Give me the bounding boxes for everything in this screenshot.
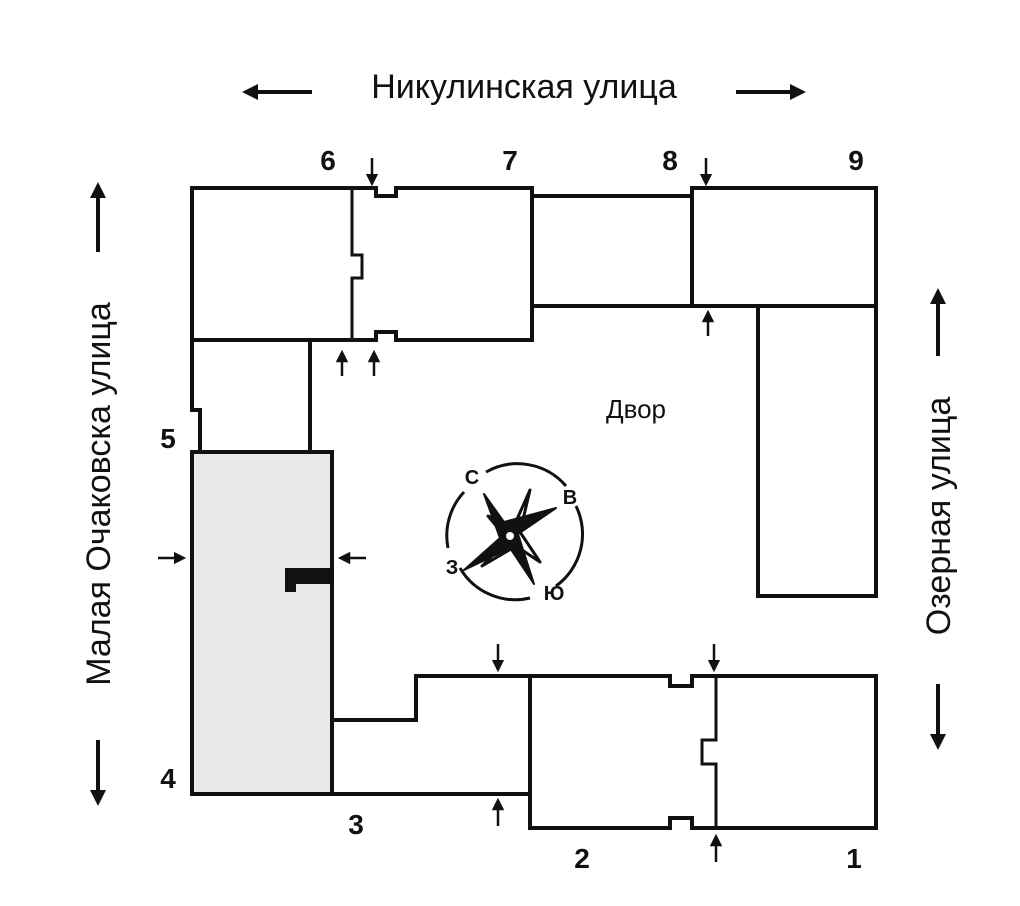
building-number-8: 8 — [662, 145, 678, 176]
section-4-stair-block — [285, 568, 332, 592]
street-north: Никулинская улица — [242, 68, 806, 106]
street-east-label: Озерная улица — [920, 397, 958, 636]
compass-ring — [555, 505, 584, 588]
street-west-label: Малая Очаковска улица — [80, 302, 118, 686]
building-number-2: 2 — [574, 843, 590, 874]
block-section-5 — [190, 338, 312, 454]
compass-west-label: З — [446, 557, 459, 579]
compass-ring — [485, 462, 568, 487]
compass-ring — [445, 490, 466, 549]
block-section-3 — [332, 674, 532, 796]
building-number-3: 3 — [348, 809, 364, 840]
street-west: Малая Очаковска улица — [80, 182, 118, 806]
building-number-1: 1 — [846, 843, 862, 874]
block-east-wing — [756, 304, 878, 598]
compass-north-label: С — [465, 467, 479, 489]
street-north-label: Никулинская улица — [371, 68, 677, 106]
building-number-4: 4 — [160, 763, 176, 794]
block-sections-1-2 — [528, 674, 878, 830]
compass-ring — [458, 567, 531, 602]
block-sections-6-7 — [190, 186, 534, 342]
section-4-highlight — [190, 450, 334, 796]
compass-center — [504, 530, 516, 542]
street-east: Озерная улица — [920, 288, 958, 750]
building-number-6: 6 — [320, 145, 336, 176]
compass-east-label: В — [563, 487, 577, 509]
compass-rose: С В Ю З — [445, 462, 584, 605]
block-section-9 — [690, 186, 878, 308]
yard-label: Двор — [606, 394, 666, 424]
block-section-8 — [532, 194, 694, 308]
compass-south-label: Ю — [544, 583, 565, 605]
compass-star-inner — [480, 488, 542, 568]
building-number-9: 9 — [848, 145, 864, 176]
building-number-5: 5 — [160, 423, 176, 454]
building-number-7: 7 — [502, 145, 518, 176]
